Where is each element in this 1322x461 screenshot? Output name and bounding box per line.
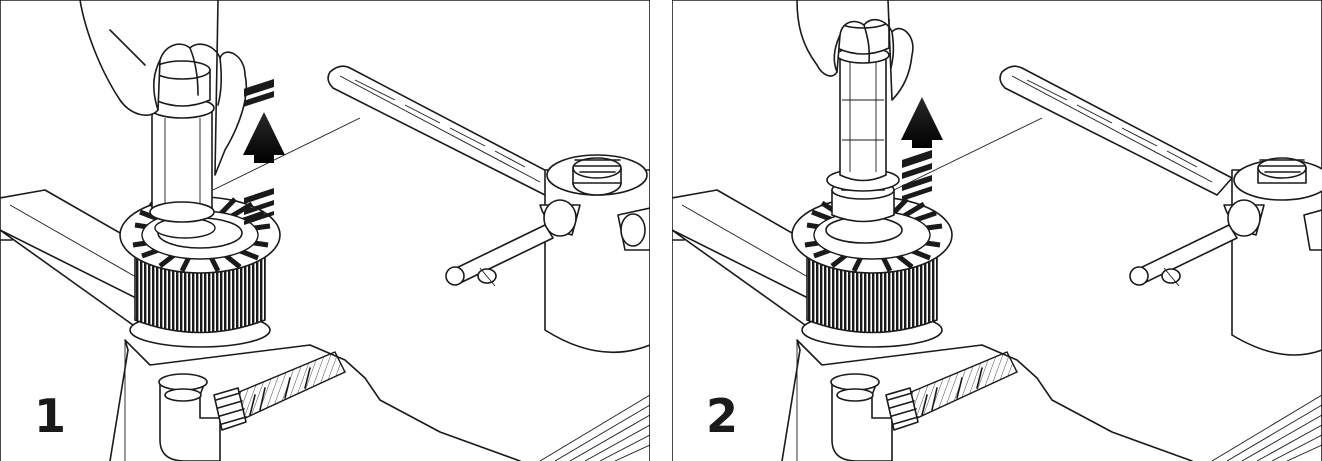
leader-line [212, 117, 361, 191]
pleated-filter-cartridge [119, 196, 281, 334]
illustration-panel-step-1: 1 [0, 0, 650, 461]
sink-drain-assembly [109, 339, 521, 461]
step-number: 2 [706, 389, 739, 443]
illustration-panel-step-2: 2 [672, 0, 1322, 461]
filter-removal-drawing-step-1 [0, 0, 650, 461]
standpipe [149, 60, 215, 223]
leader-line [893, 117, 1043, 191]
pleated-filter-cartridge [791, 196, 953, 334]
sink-ridges [1211, 394, 1322, 461]
lift-up-arrow-icon [901, 97, 943, 201]
spray-arm [999, 65, 1322, 356]
filter-removal-drawing-step-2 [672, 0, 1322, 461]
sink-ridges [539, 394, 650, 461]
hand [796, 0, 914, 101]
lift-up-arrow-icon [243, 78, 285, 225]
spray-arm [327, 65, 650, 354]
sink-drain-assembly [781, 339, 1193, 461]
step-number: 1 [34, 389, 67, 443]
